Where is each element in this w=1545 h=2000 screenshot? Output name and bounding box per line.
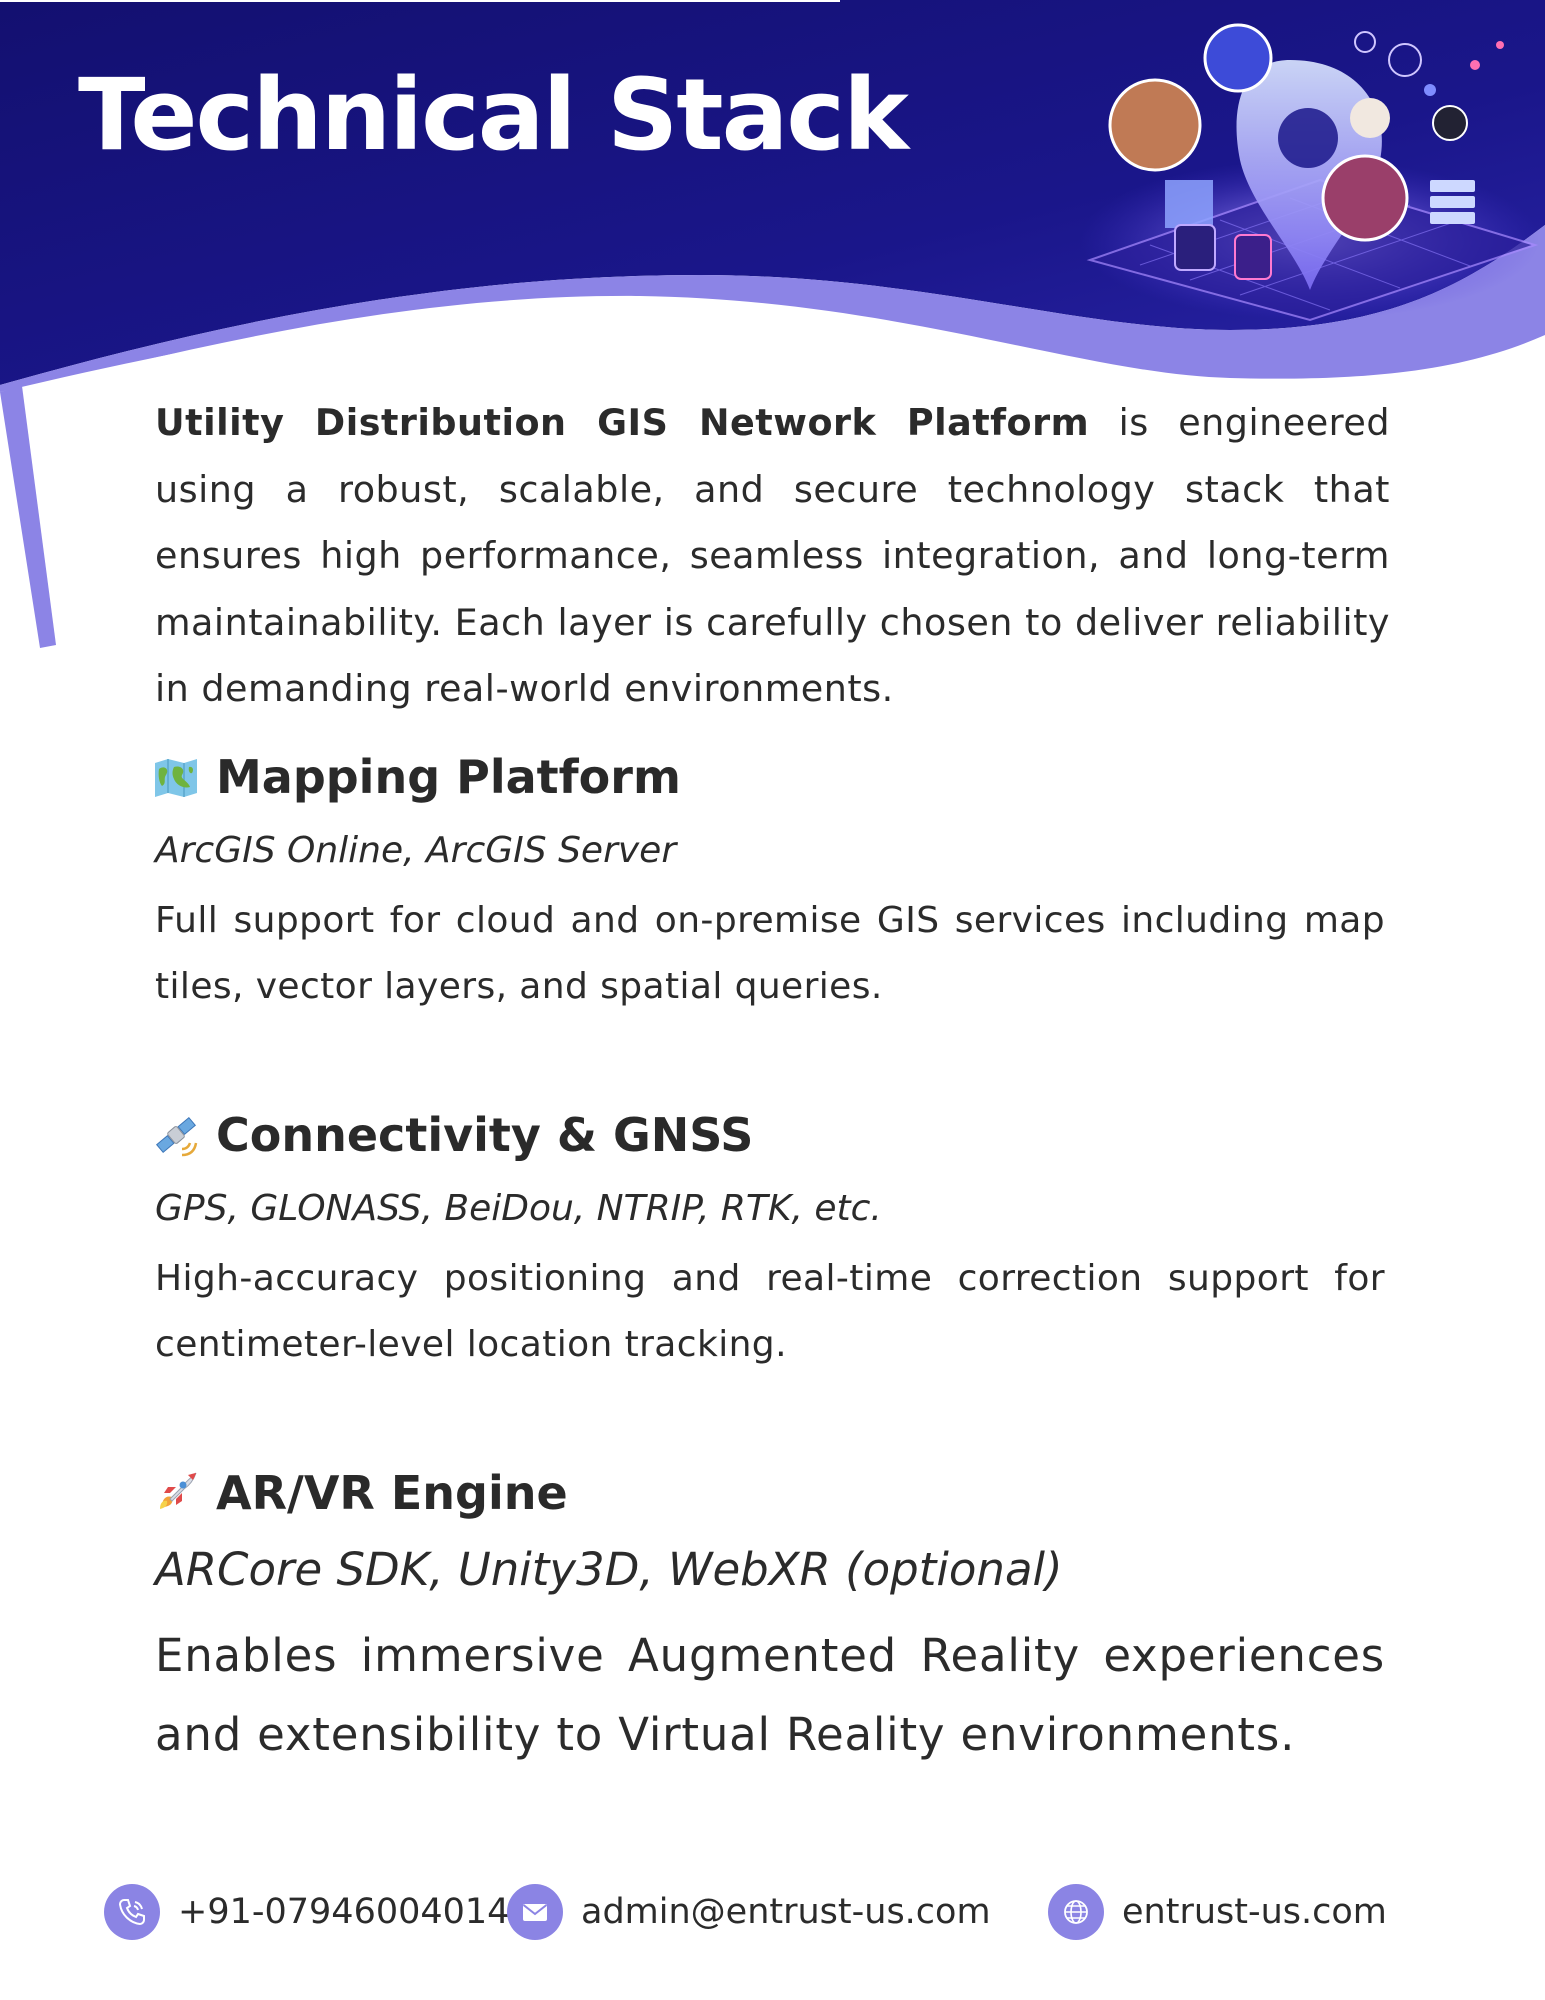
section-tech-list: GPS, GLONASS, BeiDou, NTRIP, RTK, etc. xyxy=(155,1188,882,1229)
section-heading-mapping: Mapping Platform xyxy=(152,750,681,804)
section-heading-arvr: AR/VR Engine xyxy=(152,1466,568,1520)
email-address: admin@entrust-us.com xyxy=(581,1892,991,1932)
footer-phone[interactable]: +91-07946004014 xyxy=(104,1884,509,1940)
section-description: High-accuracy positioning and real-time … xyxy=(155,1258,1385,1365)
section-description: Full support for cloud and on-premise GI… xyxy=(155,900,1385,1007)
globe-icon xyxy=(1048,1884,1104,1940)
section-description: Enables immersive Augmented Reality expe… xyxy=(155,1629,1385,1761)
intro-text: is engineered using a robust, scalable, … xyxy=(155,401,1390,710)
phone-number: +91-07946004014 xyxy=(178,1892,510,1932)
footer-website[interactable]: entrust-us.com xyxy=(1048,1884,1387,1940)
section-heading-connectivity: Connectivity & GNSS xyxy=(152,1108,753,1162)
section-tech-list: ArcGIS Online, ArcGIS Server xyxy=(155,830,677,871)
world-map-icon xyxy=(152,753,200,801)
email-icon xyxy=(507,1884,563,1940)
section-title: Connectivity & GNSS xyxy=(216,1108,754,1162)
footer-email[interactable]: admin@entrust-us.com xyxy=(507,1884,991,1940)
section-title: Mapping Platform xyxy=(216,750,681,804)
section-tech-list: ARCore SDK, Unity3D, WebXR (optional) xyxy=(155,1543,1063,1596)
website-url: entrust-us.com xyxy=(1122,1892,1387,1932)
left-accent-bar xyxy=(0,386,56,648)
intro-paragraph: Utility Distribution GIS Network Platfor… xyxy=(155,390,1390,723)
gis-illustration xyxy=(1080,23,1540,322)
satellite-icon xyxy=(152,1111,200,1159)
phone-icon xyxy=(104,1884,160,1940)
section-title: AR/VR Engine xyxy=(216,1466,568,1520)
rocket-icon xyxy=(152,1469,200,1517)
page-title: Technical Stack xyxy=(78,58,909,173)
platform-name: Utility Distribution GIS Network Platfor… xyxy=(155,401,1090,444)
